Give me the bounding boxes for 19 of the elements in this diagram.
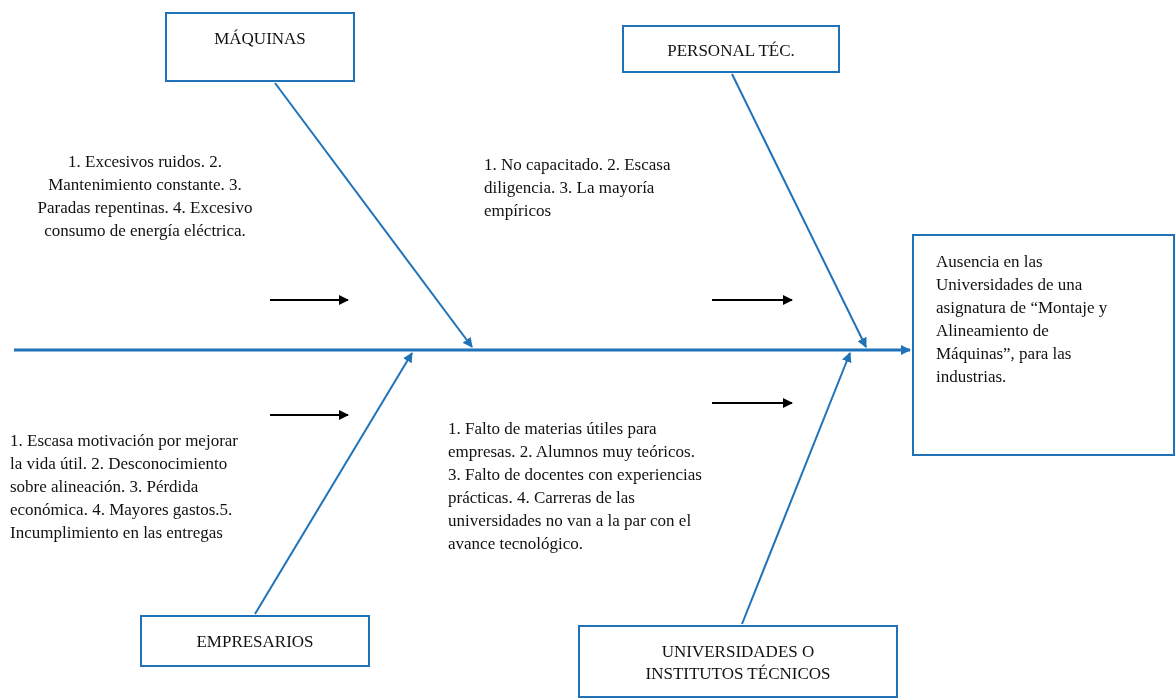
bone-arrow — [741, 352, 852, 625]
cause-list: 1. Falto de materias útiles para empresas. 2. Alumnos muy teóricos. 3. Falto de docentes con experiencias prácticas. 4. Carreras de las universidades no van a la par con el avance tecnológico. — [448, 417, 703, 555]
category-box — [622, 25, 840, 73]
bone-arrow — [731, 73, 867, 348]
spine-arrow — [14, 345, 911, 355]
bone-arrow — [254, 352, 413, 615]
category-label: MÁQUINAS — [213, 28, 307, 50]
category-label: PERSONAL TÉC. — [666, 40, 796, 62]
category-label: UNIVERSIDADES O INSTITUTOS TÉCNICOS — [644, 641, 832, 685]
effect-text: Ausencia en las Universidades de una asignatura de “Montaje y Alineamiento de Máquinas”, para las industrias. — [936, 251, 1109, 388]
category-box — [140, 615, 370, 667]
cause-list: 1. No capacitado. 2. Escasa diligencia. 3. La mayoría empíricos — [484, 153, 689, 222]
category-label: EMPRESARIOS — [195, 631, 315, 653]
cause-list: 1. Escasa motivación por mejorar la vida útil. 2. Desconocimiento sobre alineación. 3. Pérdida económica. 4. Mayores gastos.5. Incumplimiento en las entregas — [10, 429, 248, 544]
effect-box — [912, 234, 1175, 456]
category-box — [578, 625, 898, 698]
cause-list: 1. Excesivos ruidos. 2. Mantenimiento constante. 3. Paradas repentinas. 4. Excesivo consumo de energía eléctrica. — [30, 150, 260, 242]
category-box — [165, 12, 355, 82]
bone-arrow — [274, 82, 473, 348]
